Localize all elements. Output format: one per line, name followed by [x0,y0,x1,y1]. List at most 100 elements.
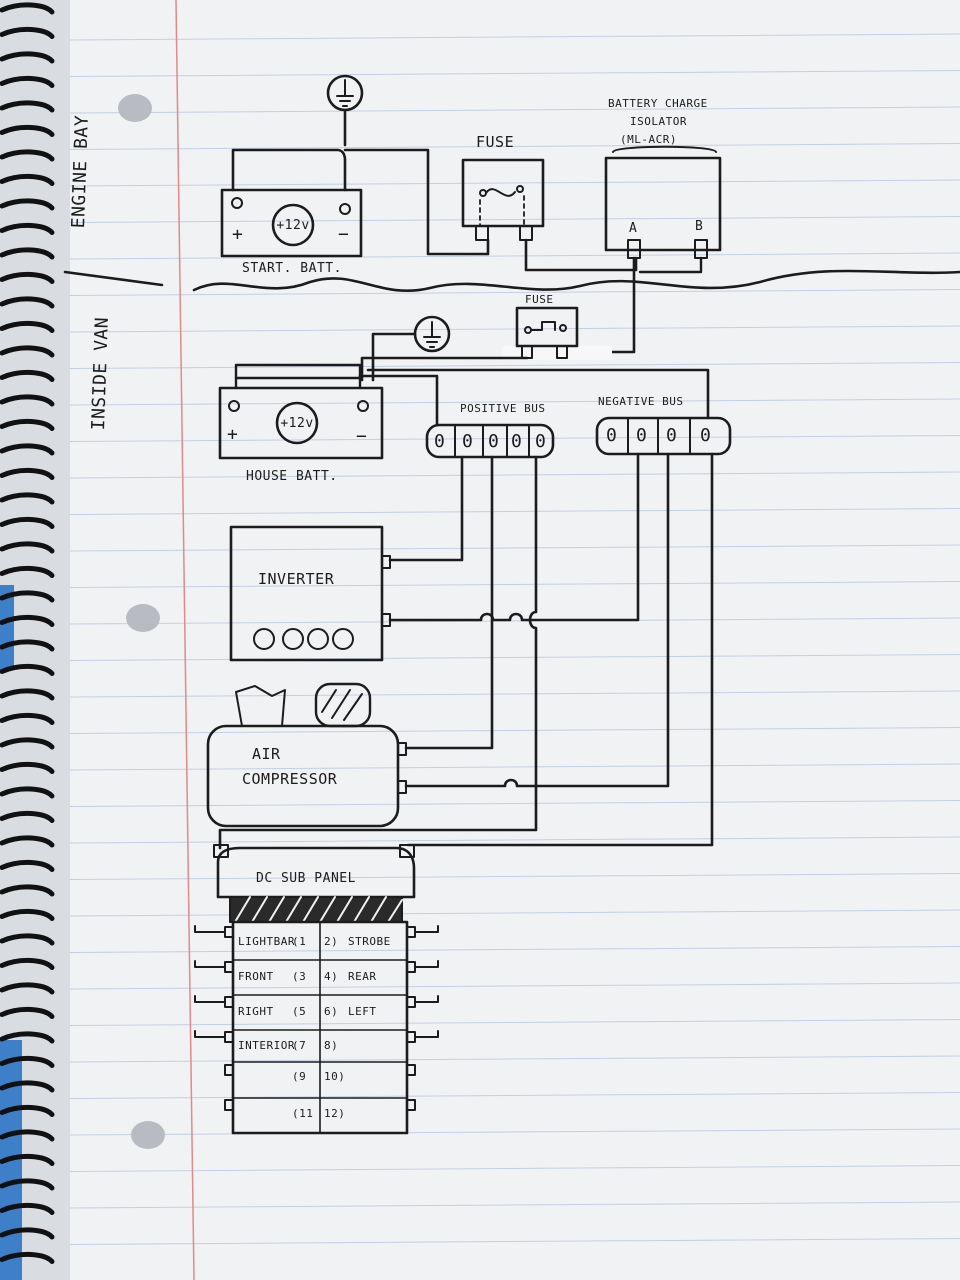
spiral-ring [0,370,55,382]
spiral-ring [0,247,55,260]
paper-sheet [70,0,960,1280]
spiral-ring [0,1105,55,1117]
positive-bus-terminal: 0 [434,431,446,452]
panel-circuit-number: (1 [292,935,307,948]
battery-voltage-circle [275,401,319,445]
panel-output-wire [194,925,226,933]
spiral-ring [0,517,55,529]
panel-circuit-number: 8) [324,1039,339,1052]
spiral-ring [0,1203,55,1215]
panel-output-wire [414,960,439,968]
isolator-label-line1: BATTERY CHARGE [608,97,708,110]
punch-hole [131,1121,165,1149]
panel-output-wire [194,960,226,968]
panel-circuit-right-label: STROBE [348,935,391,948]
spiral-ring [0,1007,55,1019]
section-label-inside-van: INSIDE VAN [88,316,113,431]
spiral-ring [0,1080,55,1093]
spiral-ring [0,100,55,113]
panel-circuit-number: (11 [292,1107,314,1120]
panel-circuit-number: 12) [324,1107,346,1120]
inverter-neg-wire [388,452,640,622]
wavy-boundary-line [192,269,960,293]
spiral-ring [0,713,55,725]
margin-line [175,0,195,1280]
positive-bus-terminal: 0 [462,431,474,452]
spiral-ring [0,1129,55,1142]
dc-sub-panel-title: DC SUB PANEL [256,871,356,886]
panel-circuit-left-label: INTERIOR [238,1039,295,1052]
spiral-ring [0,664,55,676]
spiral-ring [0,639,55,652]
spiral-ring [0,909,55,921]
house-battery-pos: + [227,424,239,445]
negative-bus-label: NEGATIVE BUS [598,395,684,408]
panel-circuit-number: 2) [324,935,339,948]
panel-circuit-right-label: REAR [348,970,377,983]
inverter-pos-wire [388,455,464,562]
ruled-lines [69,33,960,1245]
inside-fuse [515,306,579,348]
negative-bus-terminal: 0 [606,425,618,446]
start-battery-pos: + [232,224,244,245]
panel-terminal [406,1099,416,1111]
panel-terminal [224,1064,234,1076]
spiral-ring [0,835,55,848]
spiral-ring [0,321,55,333]
spiral-ring [0,933,55,946]
negative-bus-terminal: 0 [700,425,712,446]
start-battery-pos-wire [231,148,347,192]
spiral-ring [0,51,55,64]
panel-circuit-number: (5 [292,1005,307,1018]
negative-bus-terminal: 0 [666,425,678,446]
panel-circuit-left-label: LIGHTBAR [238,935,295,948]
spiral-ring [0,492,55,505]
spiral-ring [0,884,55,897]
spiral-ring [0,1227,55,1240]
isolator-terminal-a: A [629,221,638,236]
positive-bus-terminal: 0 [535,431,547,452]
positive-bus [425,423,555,459]
compressor-neg-wire [404,452,670,788]
spiral-ring [0,443,55,456]
spiral-ring [0,1031,55,1044]
positive-bus-to-panel-wire [218,455,538,850]
panel-output-wire [194,995,226,1003]
panel-circuit-number: 6) [324,1005,339,1018]
fuse-to-house-wire [360,356,529,382]
section-label-engine-bay: ENGINE BAY [68,114,93,229]
spiral-ring [0,566,55,578]
engine-fuse-label: FUSE [476,133,515,151]
house-to-positive-bus-wire [358,374,439,427]
start-battery-voltage: +12v [276,218,310,233]
punch-hole [118,94,152,122]
spiral-ring [0,149,55,162]
negative-bus [595,416,732,456]
house-battery-neg: − [356,426,368,447]
section-divider [63,270,164,287]
ground-wire [371,332,417,382]
fuse-to-isolator-wire [524,238,638,272]
panel-output-wire [194,1030,226,1038]
panel-circuit-number: (7 [292,1039,307,1052]
spiral-ring [0,394,55,407]
positive-bus-terminal: 0 [488,431,500,452]
spiral-ring [0,223,55,235]
spiral-ring [0,468,55,480]
isolator-label-line2: ISOLATOR [630,115,687,128]
spiral-binding [0,2,55,1264]
air-compressor [206,724,400,828]
start-battery-neg: − [338,224,350,245]
air-compressor-label-line1: AIR [252,745,281,763]
dc-sub-panel-header [216,846,416,899]
inverter [229,525,384,662]
house-battery-voltage: +12v [280,416,314,431]
panel-circuit-number: (3 [292,970,307,983]
spiral-ring [0,174,55,186]
panel-circuit-left-label: FRONT [238,970,274,983]
spiral-ring [0,296,55,309]
negative-bus-terminal: 0 [636,425,648,446]
spiral-ring [0,272,55,284]
